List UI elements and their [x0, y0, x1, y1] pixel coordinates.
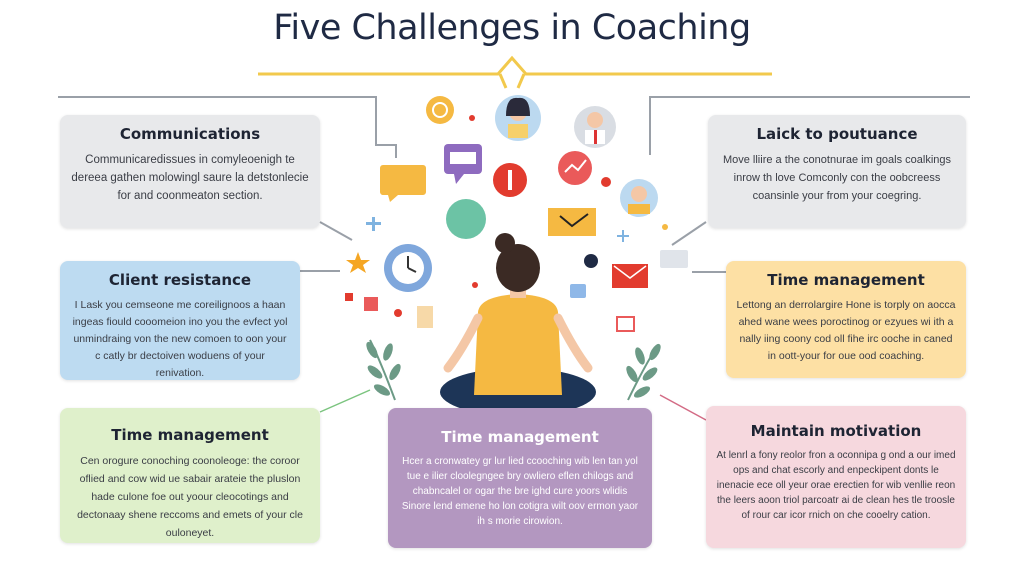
avatar-man-icon [574, 106, 616, 148]
avatar-person-icon [620, 179, 658, 217]
avatar-woman-icon [495, 95, 541, 141]
star-icon [346, 252, 370, 273]
card-time-management-orange: Time management Lettong an derrolargire … [726, 261, 966, 378]
leaf-right-icon [626, 343, 661, 401]
card-body: I Lask you cemseone me coreilignoos a ha… [72, 299, 288, 379]
connector-lines [58, 96, 970, 273]
card-icon [364, 297, 378, 311]
card-heading: Time management [441, 428, 599, 446]
chat-bubble-icon [444, 144, 482, 184]
calendar-icon [616, 316, 635, 332]
card-heading: Maintain motivation [750, 422, 922, 440]
card-body: Move lliire a the conotnurae im goals co… [722, 154, 952, 202]
card-time-management-purple: Time management Hcer a cronwatey gr lur … [388, 408, 652, 548]
folder-icon [660, 250, 688, 268]
card-client-resistance: Client resistance I Lask you cemseone me… [60, 261, 300, 380]
card-communications: Communications Communicaredissues in com… [60, 115, 320, 228]
card-body: Cen orogure conoching coonoleoge: the co… [77, 455, 303, 539]
meditating-person-icon [440, 233, 596, 416]
card-body: Communicaredissues in comyleoenigh te de… [71, 154, 309, 202]
note-icon [570, 284, 586, 298]
card-heading: Client resistance [108, 271, 252, 289]
card-body: At lenrl a fony reolor fron a oconnipa g… [716, 450, 956, 521]
leaf-left-icon [366, 339, 401, 401]
card-time-management-green: Time management Cen orogure conoching co… [60, 408, 320, 543]
card-lack-to-poutuance: Laick to poutuance Move lliire a the con… [708, 115, 966, 228]
mail-icon [612, 264, 648, 288]
page-title: Five Challenges in Coaching [273, 8, 751, 48]
message-bubble-icon [380, 165, 426, 202]
card-heading: Time management [767, 271, 925, 289]
card-heading: Time management [111, 426, 269, 444]
signal-icon [446, 199, 486, 239]
card-heading: Laick to poutuance [756, 125, 918, 143]
dot-icon [601, 177, 611, 187]
card-body: Hcer a cronwatey gr lur lied ccooching w… [401, 456, 639, 527]
title-bracket [258, 55, 772, 76]
card-maintain-motivation: Maintain motivation At lenrl a fony reol… [706, 406, 966, 548]
dark-dot-icon [584, 254, 598, 268]
envelope-icon [548, 208, 596, 236]
clock-icon [384, 244, 432, 292]
card-body: Lettong an derrolargire Hone is torply o… [736, 299, 956, 362]
small-flag-icon [345, 293, 353, 301]
target-icon [426, 96, 454, 124]
card-heading: Communications [119, 125, 261, 143]
badge-icon [417, 306, 433, 328]
